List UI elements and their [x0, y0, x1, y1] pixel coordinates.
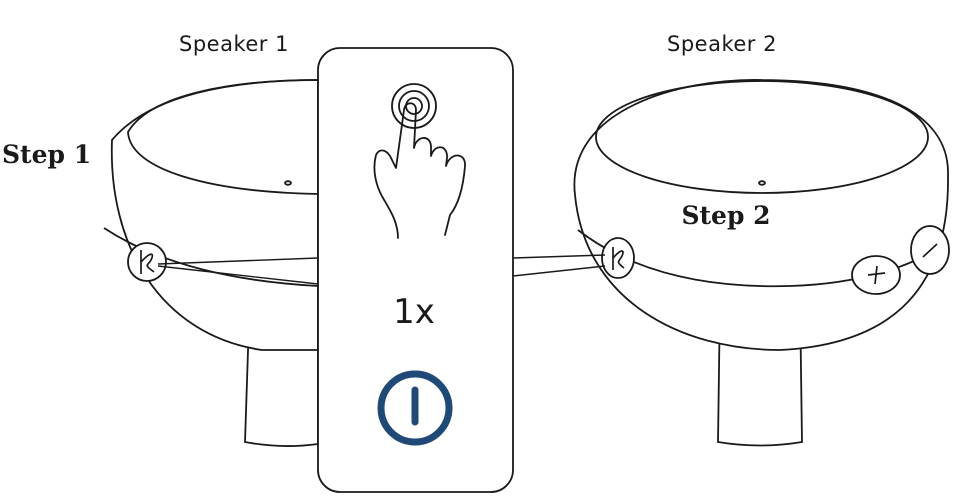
speaker-2 — [512, 79, 950, 447]
step-1-label: Step 1 — [2, 140, 91, 169]
speaker-1-seam — [103, 227, 319, 287]
speaker-1-top-rim — [127, 79, 319, 195]
volume-minus-button[interactable] — [910, 225, 950, 275]
speaker-logo-icon — [140, 250, 155, 274]
speaker-logo-icon — [612, 247, 625, 270]
speaker-1-callout — [157, 257, 319, 285]
volume-plus-icon — [867, 265, 886, 285]
press-count-label: 1x — [393, 292, 435, 332]
power-icon[interactable] — [377, 370, 453, 446]
instruction-panel: 1x — [317, 47, 514, 493]
speaker-1-body — [110, 79, 319, 351]
speaker-2-top-dot — [758, 180, 766, 186]
hand-press-icon — [373, 83, 466, 239]
volume-minus-icon — [922, 243, 938, 258]
speaker-1-button[interactable] — [127, 242, 167, 282]
speaker-2-label: Speaker 2 — [667, 32, 777, 56]
step-2-label: Step 2 — [681, 201, 770, 230]
volume-plus-button[interactable] — [851, 255, 901, 295]
speaker-1 — [103, 79, 319, 447]
speaker-2-callout — [512, 254, 606, 277]
speaker-2-top-rim — [595, 80, 929, 194]
speaker-1-label: Speaker 1 — [179, 32, 289, 56]
speaker-2-seam — [577, 229, 949, 288]
speaker-1-top-dot — [284, 180, 292, 186]
speaker-2-button[interactable] — [601, 237, 635, 279]
